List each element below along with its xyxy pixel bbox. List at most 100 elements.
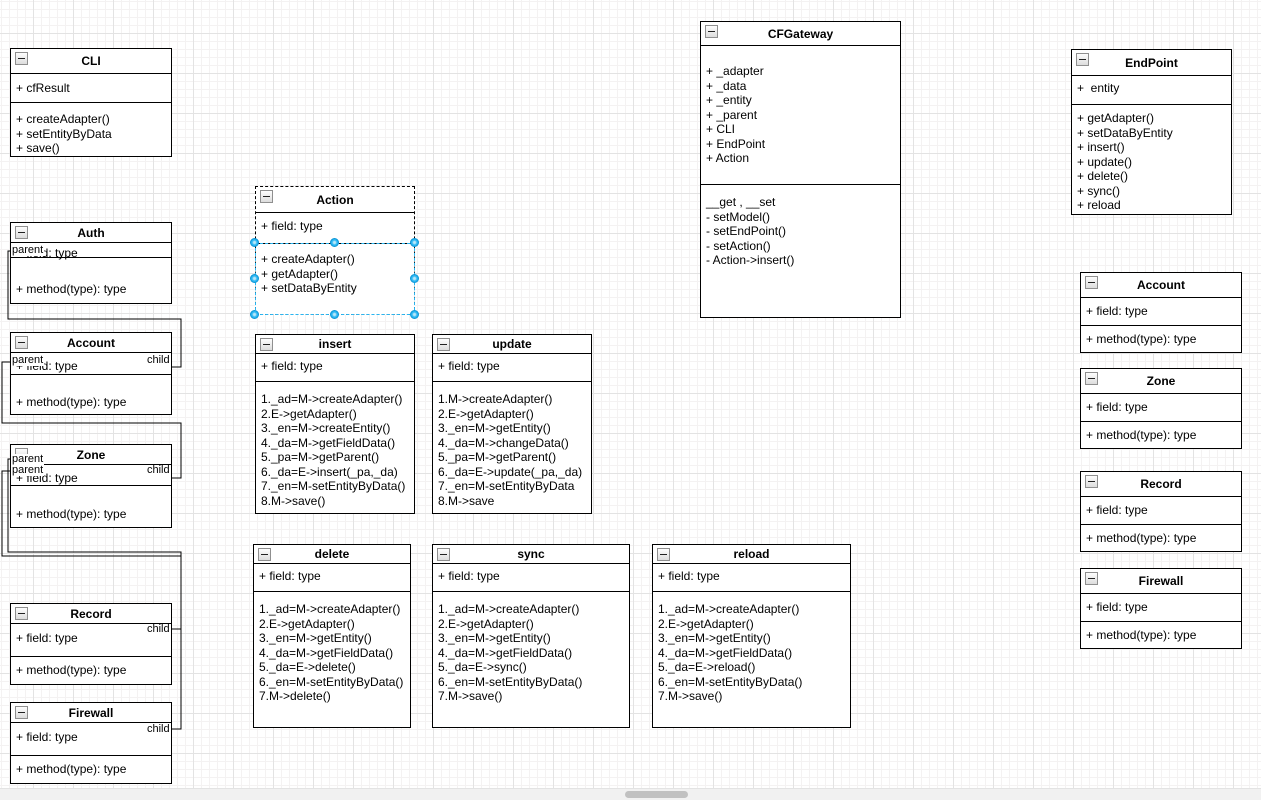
class-title: update: [492, 337, 532, 351]
class-method: 5._da=E->sync(): [438, 660, 527, 674]
collapse-icon[interactable]: [1085, 372, 1098, 385]
class-box-record-right[interactable]: Record+ field: type+ method(type): type: [1080, 471, 1242, 552]
class-method: 5._da=E->delete(): [259, 660, 356, 674]
edge-zone-child-to-account-parent[interactable]: [1, 361, 182, 479]
edge-account-child-to-auth-parent[interactable]: [7, 250, 182, 368]
class-box-endpoint[interactable]: EndPoint+ entity+ getAdapter()+ setDataB…: [1071, 49, 1232, 215]
collapse-icon[interactable]: [260, 190, 273, 203]
edge-label-child[interactable]: child: [146, 723, 171, 735]
methods-compartment: + getAdapter()+ setDataByEntity+ insert(…: [1072, 105, 1231, 213]
class-title-bar: update: [433, 335, 591, 354]
class-method: 5._da=E->reload(): [658, 660, 756, 674]
methods-compartment: + createAdapter()+ setEntityByData+ save…: [11, 103, 171, 156]
collapse-icon[interactable]: [258, 548, 271, 561]
class-method: 5._pa=M->getParent(): [438, 450, 557, 464]
class-method: + save(): [16, 141, 60, 155]
collapse-icon[interactable]: [657, 548, 670, 561]
class-box-zone-right[interactable]: Zone+ field: type+ method(type): type: [1080, 368, 1242, 449]
class-method: 2.E->getAdapter(): [259, 616, 355, 631]
edge-label-parent[interactable]: parent: [11, 354, 45, 366]
fields-compartment: + field: type: [653, 564, 850, 592]
edge-label-child[interactable]: child: [146, 623, 171, 635]
class-field: + _adapter: [706, 64, 764, 78]
collapse-icon[interactable]: [1085, 475, 1098, 488]
edge-record-child-to-zone-parent[interactable]: [7, 458, 182, 630]
class-title-bar: CLI: [11, 49, 171, 74]
class-method: + method(type): type: [1086, 531, 1197, 545]
horizontal-scrollbar-track[interactable]: [0, 788, 1261, 800]
collapse-icon[interactable]: [437, 338, 450, 351]
edge-firewall-child-to-zone-parent[interactable]: [1, 470, 182, 730]
class-method: 2.E->getAdapter(): [261, 406, 357, 421]
class-method: + method(type): type: [1086, 628, 1197, 642]
collapse-icon[interactable]: [1085, 572, 1098, 585]
class-box-action[interactable]: Action+ field: type+ createAdapter()+ ge…: [255, 186, 415, 315]
class-method: 3._en=M->getEntity(): [259, 631, 372, 645]
class-title: Auth: [77, 225, 105, 240]
class-box-account-right[interactable]: Account+ field: type+ method(type): type: [1080, 272, 1242, 353]
fields-compartment: + field: type: [1081, 298, 1241, 326]
methods-compartment: + method(type): type: [11, 375, 171, 410]
class-box-firewall-right[interactable]: Firewall+ field: type+ method(type): typ…: [1080, 568, 1242, 649]
selection-handle-e[interactable]: [410, 274, 419, 283]
class-method: + getAdapter(): [1077, 111, 1155, 125]
class-box-firewall-left[interactable]: Firewall+ field: type+ method(type): typ…: [10, 702, 172, 784]
selection-handle-n[interactable]: [330, 238, 339, 247]
class-method: 8.M->save(): [261, 493, 326, 508]
class-field: + field: type: [16, 631, 78, 645]
edge-label-child[interactable]: child: [146, 464, 171, 476]
class-box-record-left[interactable]: Record+ field: type+ method(type): type: [10, 603, 172, 685]
collapse-icon[interactable]: [705, 25, 718, 38]
class-box-account-left[interactable]: Account+ field: type+ method(type): type: [10, 332, 172, 415]
class-box-auth[interactable]: Auth+ field: type+ method(type): type: [10, 222, 172, 304]
edge-label-parent[interactable]: parent: [11, 464, 45, 476]
class-method: + method(type): type: [1086, 332, 1197, 346]
class-title: Zone: [1146, 374, 1176, 388]
selection-handle-s[interactable]: [330, 310, 339, 319]
class-method: + delete(): [1077, 169, 1129, 183]
class-method: 7.M->save(): [438, 689, 503, 703]
class-method: + method(type): type: [16, 762, 127, 776]
collapse-icon[interactable]: [15, 607, 28, 620]
class-method: 7.M->delete(): [259, 689, 331, 703]
collapse-icon[interactable]: [15, 226, 28, 239]
class-method: + method(type): type: [1086, 428, 1197, 442]
collapse-icon[interactable]: [15, 706, 28, 719]
class-method: 4._da=M->getFieldData(): [261, 435, 396, 450]
collapse-icon[interactable]: [1076, 53, 1089, 66]
horizontal-scrollbar-thumb[interactable]: [625, 791, 688, 798]
collapse-icon[interactable]: [15, 336, 28, 349]
class-box-cli[interactable]: CLI+ cfResult+ createAdapter()+ setEntit…: [10, 48, 172, 157]
fields-compartment: + field: type: [1081, 497, 1241, 525]
selection-handle-ne[interactable]: [410, 238, 419, 247]
class-title-bar: sync: [433, 545, 629, 564]
class-field: + _data: [706, 78, 747, 93]
fields-compartment: + _adapter+ _data+ _entity+ _parent+ CLI…: [701, 46, 900, 185]
class-title-bar: Record: [11, 604, 171, 624]
class-box-cfgateway[interactable]: CFGateway+ _adapter+ _data+ _entity+ _pa…: [700, 21, 901, 318]
collapse-icon[interactable]: [15, 52, 28, 65]
class-field: + field: type: [438, 359, 500, 373]
edge-label-parent[interactable]: parent: [11, 453, 45, 465]
selection-handle-sw[interactable]: [250, 310, 259, 319]
selection-handle-se[interactable]: [410, 310, 419, 319]
class-method: - Action->insert(): [706, 253, 795, 267]
selection-handle-w[interactable]: [250, 274, 259, 283]
class-method: 6._da=E->update(_pa,_da): [438, 464, 583, 479]
collapse-icon[interactable]: [260, 338, 273, 351]
collapse-icon[interactable]: [1085, 276, 1098, 289]
edge-label-child[interactable]: child: [146, 354, 171, 366]
class-method: + createAdapter(): [16, 112, 110, 126]
selection-handle-nw[interactable]: [250, 238, 259, 247]
methods-compartment: + method(type): type: [1081, 422, 1241, 443]
collapse-icon[interactable]: [437, 548, 450, 561]
class-field: + field: type: [16, 730, 78, 744]
class-field: + field: type: [438, 569, 500, 583]
edge-label-parent[interactable]: parent: [11, 244, 45, 256]
